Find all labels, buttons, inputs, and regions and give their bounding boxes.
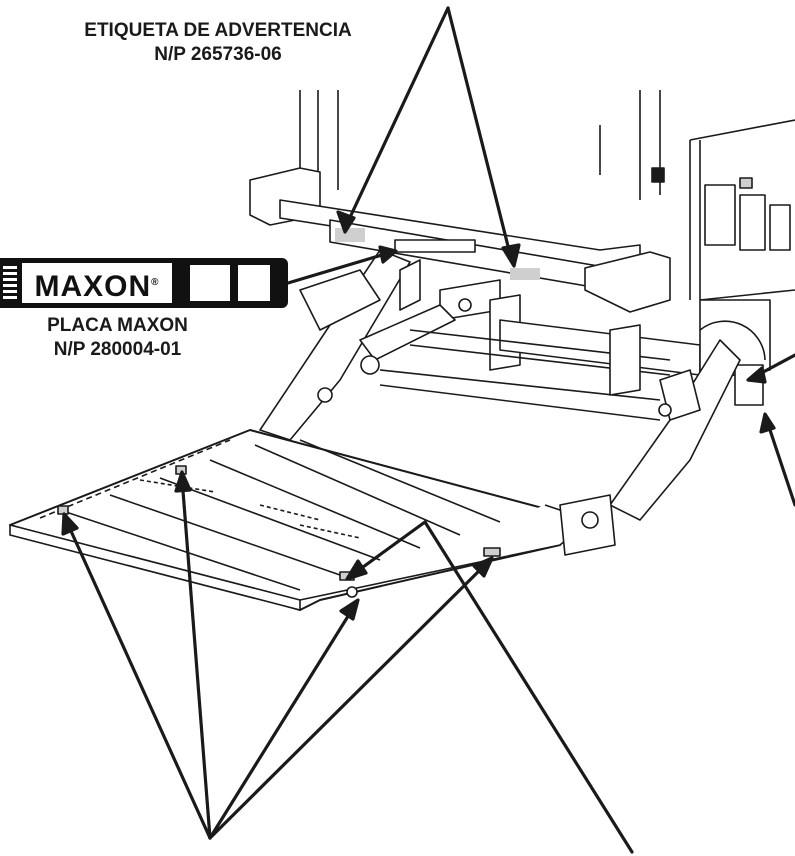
bumper-sill — [249, 167, 671, 313]
arrow-bottom-2 — [180, 476, 212, 840]
plate-caution-text: CAUTION — [200, 292, 227, 298]
arrow-bottom-2-head — [174, 470, 192, 493]
arrow-right-lower-head — [759, 412, 776, 434]
warning-label-title: ETIQUETA DE ADVERTENCIA — [84, 20, 352, 41]
arrow-warning-right-head — [501, 243, 521, 268]
lift-linkage — [259, 249, 771, 521]
warning-label-callout: ETIQUETA DE ADVERTENCIA N/P 265736-06 — [28, 19, 408, 67]
arrow-right-lower — [764, 416, 795, 507]
plate-label-part-number: N/P 280004-01 — [53, 338, 182, 360]
arrow-bottom-3 — [208, 603, 357, 840]
registered-mark: ® — [151, 277, 160, 288]
plate-decal-right — [238, 265, 270, 301]
arrow-bottom-right-up-head — [345, 559, 368, 581]
platform — [9, 429, 616, 611]
arrow-plate-head — [378, 245, 398, 264]
plate-stripes — [3, 266, 17, 300]
arrow-warning-left-head — [336, 210, 356, 234]
arrow-bottom-1-head — [61, 512, 79, 536]
plate-label-callout: PLACA MAXON N/P 280004-01 — [0, 314, 235, 362]
maxon-brand-text: MAXON® — [22, 263, 172, 303]
callout-arrows[interactable] — [61, 6, 795, 854]
truck-body — [299, 90, 795, 301]
plate-label-title: PLACA MAXON — [47, 315, 188, 336]
arrow-bottom-right-up — [350, 520, 427, 577]
arrow-bottom-1 — [64, 518, 212, 840]
arrow-warning-left — [343, 6, 450, 230]
arrow-bottom-4-head — [472, 556, 494, 578]
plate-decal-left — [190, 265, 230, 301]
arrow-bottom-right — [423, 520, 634, 854]
arrow-bottom-3-head — [339, 598, 360, 621]
brand-name: MAXON — [34, 270, 152, 303]
arrow-plate — [286, 250, 394, 285]
arrow-bottom-4 — [208, 560, 490, 840]
arrow-right-top-head — [746, 366, 767, 384]
maxon-plate-logo: MAXON® CAUTION — [0, 258, 288, 308]
warning-label-part-number: N/P 265736-06 — [154, 43, 282, 65]
arrow-warning-right — [446, 6, 514, 264]
